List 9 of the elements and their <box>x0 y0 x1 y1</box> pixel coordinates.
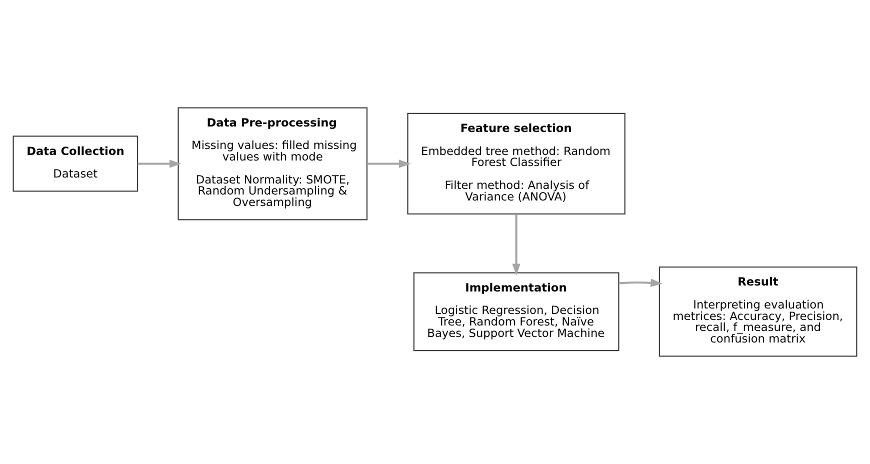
node-box: Implementation Logistic Regression, Decision Tree, Random Forest, Naïve Bayes, Support Vector Machine <box>413 272 620 352</box>
node-box: Data Pre-processing Missing values: filled missing values with mode Dataset Normality: SMOTE, Random Undersampling & Oversampling <box>178 107 368 220</box>
arrow <box>138 160 182 168</box>
arrow <box>512 214 520 276</box>
node-box: Data Collection Dataset <box>12 136 138 192</box>
node-box: Feature selection Embedded tree method: Random Forest Classifier Filter method: Analysis of Variance (ANOVA) <box>407 112 626 215</box>
arrow <box>367 160 411 168</box>
arrow <box>618 278 662 287</box>
node-box: Result Interpreting evaluation metrices: Accuracy, Precision, recall, f_measure, and confusion matrix <box>658 266 858 357</box>
